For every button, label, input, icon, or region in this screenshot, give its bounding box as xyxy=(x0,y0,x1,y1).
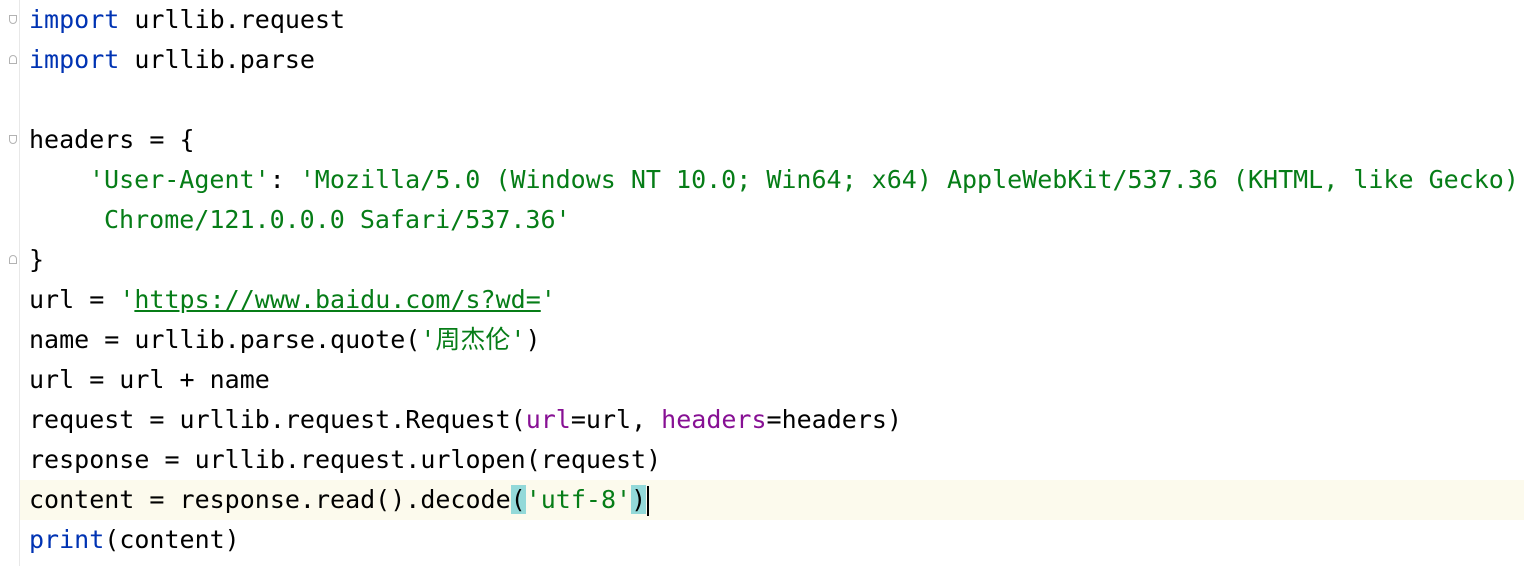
code-line-7[interactable]: url = 'https://www.baidu.com/s?wd=' xyxy=(29,280,556,320)
code-text: request = urllib.request.Request( xyxy=(29,405,526,434)
fold-open-icon[interactable] xyxy=(9,15,17,24)
code-text: : xyxy=(269,165,300,194)
code-line-5[interactable]: 'User-Agent': 'Mozilla/5.0 (Windows NT 1… xyxy=(89,160,1519,200)
code-line-4[interactable]: headers = { xyxy=(29,120,195,160)
current-line-highlight xyxy=(20,480,1524,520)
code-text: } xyxy=(29,245,45,274)
string-literal: 'utf-8' xyxy=(525,485,632,514)
matched-paren-close: ) xyxy=(631,485,647,514)
code-line-6[interactable]: } xyxy=(29,240,44,280)
code-text: urllib.parse xyxy=(119,45,315,74)
url-link[interactable]: https://www.baidu.com/s?wd= xyxy=(134,285,541,314)
string-literal: '周杰伦' xyxy=(420,325,526,354)
fold-close-icon[interactable] xyxy=(9,255,17,264)
code-text: ) xyxy=(525,325,541,354)
code-text: name = urllib.parse.quote( xyxy=(29,325,421,354)
code-text: url = xyxy=(29,285,120,314)
string-quote: ' xyxy=(540,285,556,314)
code-text: (content) xyxy=(104,525,240,554)
string-literal: Chrome/121.0.0.0 Safari/537.36' xyxy=(104,205,571,234)
code-line-1[interactable]: import urllib.request xyxy=(29,0,345,40)
code-line-13[interactable]: print(content) xyxy=(29,520,240,560)
code-text: =headers) xyxy=(766,405,902,434)
fold-open-icon[interactable] xyxy=(9,135,17,144)
keyword: import xyxy=(29,5,120,34)
code-text: response = urllib.request.urlopen(reques… xyxy=(29,445,662,474)
code-line-5-wrapped[interactable]: Chrome/121.0.0.0 Safari/537.36' xyxy=(104,200,571,240)
fold-close-icon[interactable] xyxy=(9,55,17,64)
code-text: url = url + name xyxy=(29,365,270,394)
keyword: import xyxy=(29,45,120,74)
code-text: =url, xyxy=(570,405,662,434)
named-parameter: url xyxy=(525,405,571,434)
code-text: urllib.request xyxy=(119,5,346,34)
string-literal: 'Mozilla/5.0 (Windows NT 10.0; Win64; x6… xyxy=(299,165,1519,194)
string-quote: ' xyxy=(119,285,135,314)
code-line-9[interactable]: url = url + name xyxy=(29,360,270,400)
code-line-8[interactable]: name = urllib.parse.quote('周杰伦') xyxy=(29,320,541,360)
code-line-2[interactable]: import urllib.parse xyxy=(29,40,315,80)
code-text: headers = { xyxy=(29,125,195,154)
editor-gutter xyxy=(0,0,20,566)
code-line-11[interactable]: response = urllib.request.urlopen(reques… xyxy=(29,440,661,480)
string-literal: 'User-Agent' xyxy=(89,165,270,194)
text-caret xyxy=(647,486,650,516)
named-parameter: headers xyxy=(661,405,767,434)
code-line-10[interactable]: request = urllib.request.Request(url=url… xyxy=(29,400,902,440)
code-line-12[interactable]: content = response.read().decode('utf-8'… xyxy=(29,480,650,520)
code-text: content = response.read().decode xyxy=(29,485,511,514)
matched-paren-open: ( xyxy=(510,485,526,514)
builtin-function: print xyxy=(29,525,105,554)
